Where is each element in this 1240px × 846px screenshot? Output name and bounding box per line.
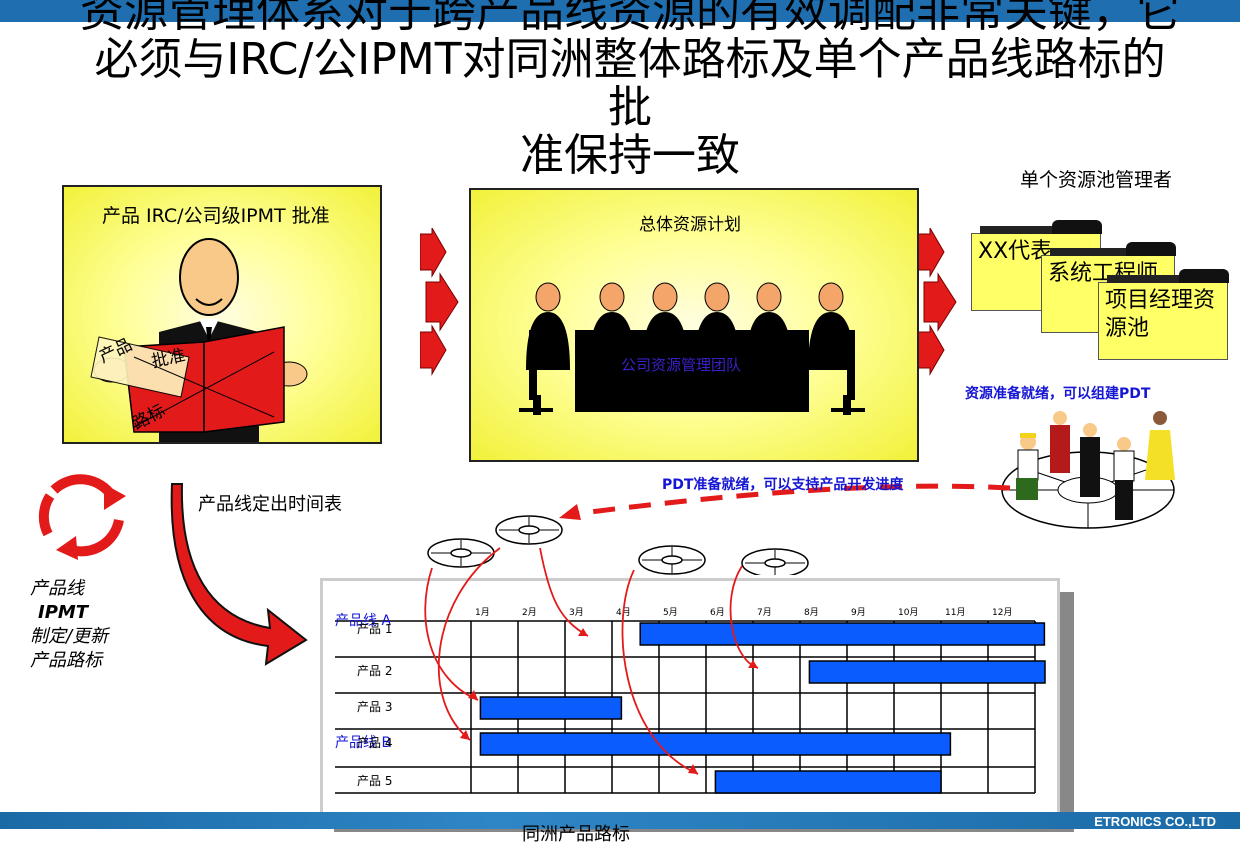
- gantt-bar: [808, 660, 1046, 684]
- folder-pm-pool: 项目经理资源池: [1098, 269, 1229, 360]
- gantt-row-label: 产品 5: [357, 774, 392, 788]
- resource-ready-text: 资源准备就绪，可以组建PDT: [965, 386, 1151, 402]
- cycle-text-3: 制定/更新: [30, 626, 109, 647]
- company-name: ETRONICS CO.,LTD: [1094, 814, 1216, 829]
- team-label: 公司资源管理团队: [621, 356, 741, 374]
- gantt-month-label: 6月: [710, 607, 725, 618]
- pdt-team-illustration: [1001, 411, 1175, 529]
- arrow-stack-1: [420, 228, 459, 376]
- executive-reading-roadmap-illustration: 产品 批准 路标: [90, 238, 308, 442]
- gantt-month-label: 9月: [851, 607, 866, 618]
- timeline-caption: 产品线定出时间表: [198, 494, 342, 515]
- gantt-month-label: 1月: [475, 607, 490, 618]
- pdt-dashed-arrow: [559, 483, 1011, 520]
- gantt-bar: [639, 622, 1046, 646]
- title-line-1: 资源管理体系对于跨产品线资源的有效调配非常关键，它: [80, 0, 1180, 37]
- gantt-month-label: 7月: [757, 607, 772, 618]
- gantt-month-label: 10月: [898, 607, 918, 618]
- cycle-text-1: 产品线: [30, 578, 84, 599]
- footer-bar: [0, 812, 1240, 829]
- pdt-ready-text: PDT准备就绪，可以支持产品开发进度: [662, 477, 904, 493]
- resource-pool-managers-heading: 单个资源池管理者: [1020, 169, 1173, 191]
- gantt-row-label: 产品 3: [357, 700, 392, 714]
- cycle-text-2: IPMT: [38, 602, 89, 623]
- gantt-group-a: 产品线 A: [335, 613, 391, 629]
- cycle-arrows-icon: [38, 474, 126, 560]
- irc-approval-label: 产品 IRC/公司级IPMT 批准: [102, 205, 330, 227]
- milestone-connectors: [424, 547, 759, 775]
- gantt-group-b: 产品线 B: [335, 735, 391, 751]
- gantt-bar: [714, 770, 942, 794]
- roadmap-caption: 同洲产品路标: [522, 824, 630, 845]
- folder-pm-pool-label: 项目经理资源池: [1105, 288, 1216, 341]
- gantt-month-label: 5月: [663, 607, 678, 618]
- gantt-month-label: 2月: [522, 607, 537, 618]
- page-title: 资源管理体系对于跨产品线资源的有效调配非常关键，它 必须与IRC/公IPMT对同…: [80, 0, 1180, 180]
- gantt-row-label: 产品 4: [357, 736, 392, 750]
- gantt-row-label: 产品 1: [357, 622, 392, 636]
- curved-red-arrow: [170, 483, 308, 666]
- meeting-table-illustration: 公司资源管理团队: [519, 282, 865, 415]
- gantt-bar: [479, 732, 952, 756]
- gantt-month-label: 3月: [569, 607, 584, 618]
- resource-plan-label: 总体资源计划: [639, 215, 741, 235]
- title-line-3: 准保持一致: [520, 130, 740, 181]
- gantt-bar: [479, 696, 623, 720]
- milestone-discs: [427, 515, 809, 575]
- cycle-text-4: 产品路标: [30, 650, 102, 671]
- cycle-text: 产品线 IPMT 制定/更新 产品路标: [30, 577, 108, 673]
- arrow-stack-2: [918, 228, 957, 376]
- gantt-month-label: 8月: [804, 607, 819, 618]
- gantt-month-label: 11月: [945, 607, 965, 618]
- gantt-month-label: 12月: [992, 607, 1012, 618]
- folder-representative-label: XX代表: [978, 239, 1053, 264]
- resource-plan-panel: 总体资源计划 公司资源管理团队: [469, 188, 919, 462]
- gantt-row-label: 产品 2: [357, 664, 392, 678]
- irc-approval-panel: 产品 IRC/公司级IPMT 批准 产品 批准 路标: [62, 185, 382, 444]
- header-bar: [0, 0, 1240, 22]
- title-line-2: 必须与IRC/公IPMT对同洲整体路标及单个产品线路标的批: [94, 34, 1166, 133]
